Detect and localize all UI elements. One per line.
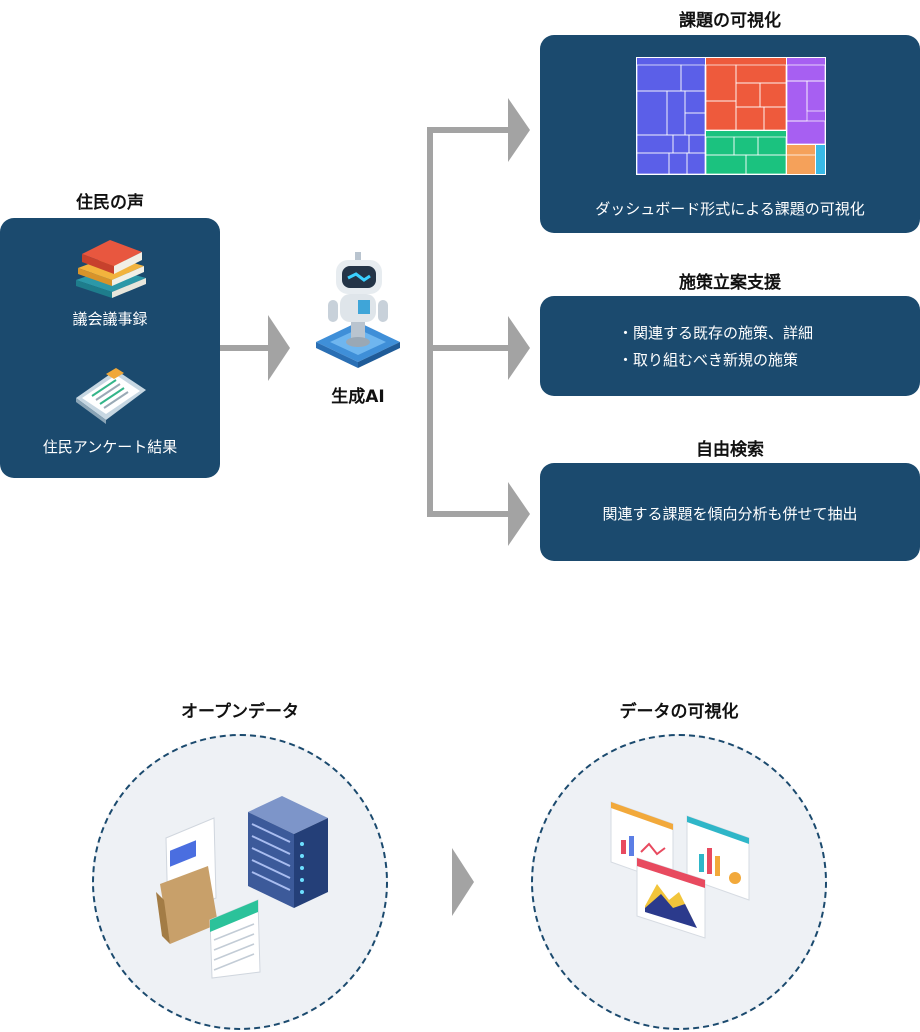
arrow-head xyxy=(508,98,530,162)
input-heading: 住民の声 xyxy=(76,193,144,213)
data-visualization-icon xyxy=(610,801,750,939)
policy-support-card: 関連する既存の施策、詳細 取り組むべき新規の施策 xyxy=(540,296,920,396)
output-heading: 自由検索 xyxy=(696,440,764,460)
visualization-card: ダッシュボード形式による課題の可視化 xyxy=(540,35,920,233)
output-text: ダッシュボード形式による課題の可視化 xyxy=(595,200,865,218)
input-card: 議会議事録 住民アンケート結果 xyxy=(0,218,220,478)
output-heading: 課題の可視化 xyxy=(679,11,781,31)
data-visualization-heading: データの可視化 xyxy=(619,702,739,722)
arrow-head xyxy=(508,482,530,546)
arrow-head xyxy=(452,848,474,916)
branch-line xyxy=(427,127,508,517)
arrow-head xyxy=(268,315,290,381)
input-item-label: 住民アンケート結果 xyxy=(42,438,178,456)
output-text: 関連する課題を傾向分析も併せて抽出 xyxy=(602,505,858,523)
policy-bullet-list: 関連する既存の施策、詳細 取り組むべき新規の施策 xyxy=(618,320,813,374)
arrow-head xyxy=(508,316,530,380)
open-data-icon xyxy=(156,796,328,979)
policy-bullet: 取り組むべき新規の施策 xyxy=(618,347,813,374)
ai-label: 生成AI xyxy=(331,387,385,407)
free-search-card: 関連する課題を傾向分析も併せて抽出 xyxy=(540,463,920,561)
data-visualization-circle xyxy=(531,734,827,1030)
policy-bullet: 関連する既存の施策、詳細 xyxy=(618,320,813,347)
open-data-circle xyxy=(92,734,388,1030)
input-item-label: 議会議事録 xyxy=(72,310,148,328)
output-heading: 施策立案支援 xyxy=(679,273,781,293)
books-icon xyxy=(76,240,146,298)
robot-icon xyxy=(316,252,400,368)
open-data-heading: オープンデータ xyxy=(181,702,299,722)
clipboard-icon xyxy=(76,368,146,424)
treemap-dashboard-thumbnail xyxy=(636,57,826,175)
